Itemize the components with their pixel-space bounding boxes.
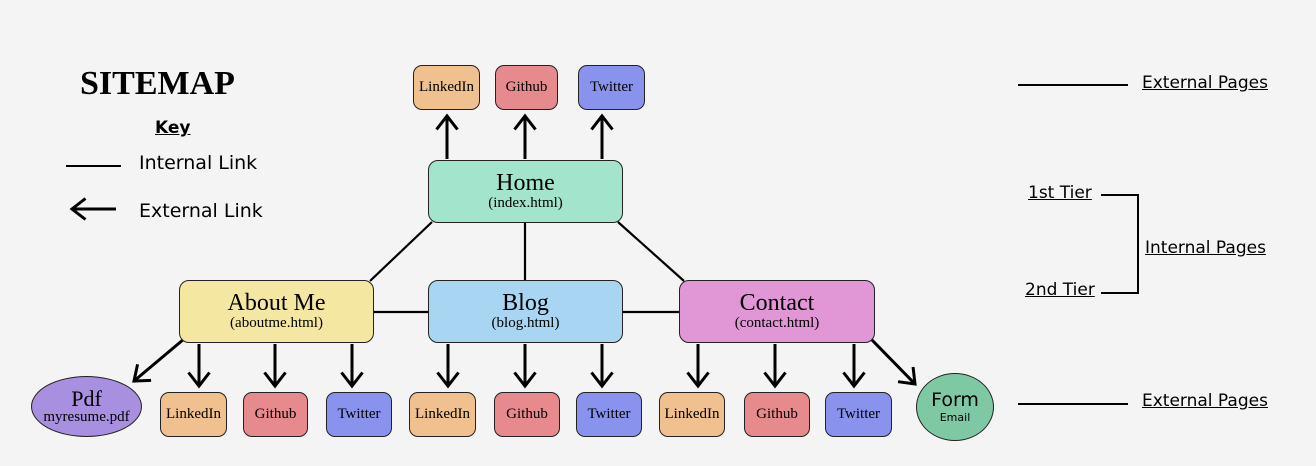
node-title: Home [496, 170, 555, 197]
node-title: Form [931, 389, 979, 411]
node-title: Contact [739, 290, 815, 317]
contact-twitter-node[interactable]: Twitter [825, 392, 892, 437]
about-linkedin-node[interactable]: LinkedIn [160, 392, 227, 437]
node-label: Twitter [836, 405, 881, 422]
node-label: Twitter [587, 405, 631, 422]
node-label: Github [254, 405, 297, 422]
node-file: (blog.html) [491, 315, 560, 332]
blog-github-node[interactable]: Github [494, 392, 560, 437]
key-internal-label: Internal Link [139, 152, 258, 174]
home-github-node[interactable]: Github [495, 65, 558, 110]
key-heading: Key [155, 118, 191, 138]
node-file: myresume.pdf [43, 409, 130, 425]
legend-internal-pages: Internal Pages [1145, 238, 1266, 258]
node-title: Pdf [71, 386, 102, 411]
node-file: (index.html) [488, 195, 563, 212]
legend-external-top: External Pages [1142, 73, 1268, 93]
node-file: (aboutme.html) [230, 315, 323, 332]
home-twitter-node[interactable]: Twitter [578, 65, 645, 110]
node-label: LinkedIn [166, 405, 221, 422]
blog-twitter-node[interactable]: Twitter [576, 392, 642, 437]
node-label: LinkedIn [419, 78, 474, 95]
node-label: Twitter [589, 78, 634, 95]
pdf-node[interactable]: Pdf myresume.pdf [31, 376, 142, 437]
node-file: (contact.html) [734, 315, 820, 332]
blog-node[interactable]: Blog (blog.html) [428, 280, 623, 343]
form-node[interactable]: Form Email [916, 373, 994, 441]
blog-linkedin-node[interactable]: LinkedIn [409, 392, 476, 437]
home-linkedin-node[interactable]: LinkedIn [413, 65, 480, 110]
legend-tier2: 2nd Tier [1025, 280, 1095, 300]
legend-external-bottom: External Pages [1142, 391, 1268, 411]
contact-github-node[interactable]: Github [744, 392, 810, 437]
node-label: Github [505, 78, 548, 95]
node-label: Github [506, 405, 548, 422]
about-github-node[interactable]: Github [243, 392, 308, 437]
legend-tier1: 1st Tier [1028, 183, 1092, 203]
node-label: Github [756, 405, 798, 422]
node-title: Blog [502, 290, 549, 317]
node-label: LinkedIn [664, 405, 720, 422]
node-label: Twitter [337, 405, 381, 422]
about-node[interactable]: About Me (aboutme.html) [179, 280, 374, 343]
node-title: About Me [227, 290, 326, 317]
contact-linkedin-node[interactable]: LinkedIn [659, 392, 725, 437]
key-external-label: External Link [139, 200, 263, 222]
node-file: Email [939, 411, 971, 424]
about-twitter-node[interactable]: Twitter [326, 392, 392, 437]
contact-node[interactable]: Contact (contact.html) [679, 280, 875, 343]
home-node[interactable]: Home (index.html) [428, 160, 623, 223]
node-label: LinkedIn [415, 405, 470, 422]
sitemap-title: SITEMAP [80, 65, 235, 102]
